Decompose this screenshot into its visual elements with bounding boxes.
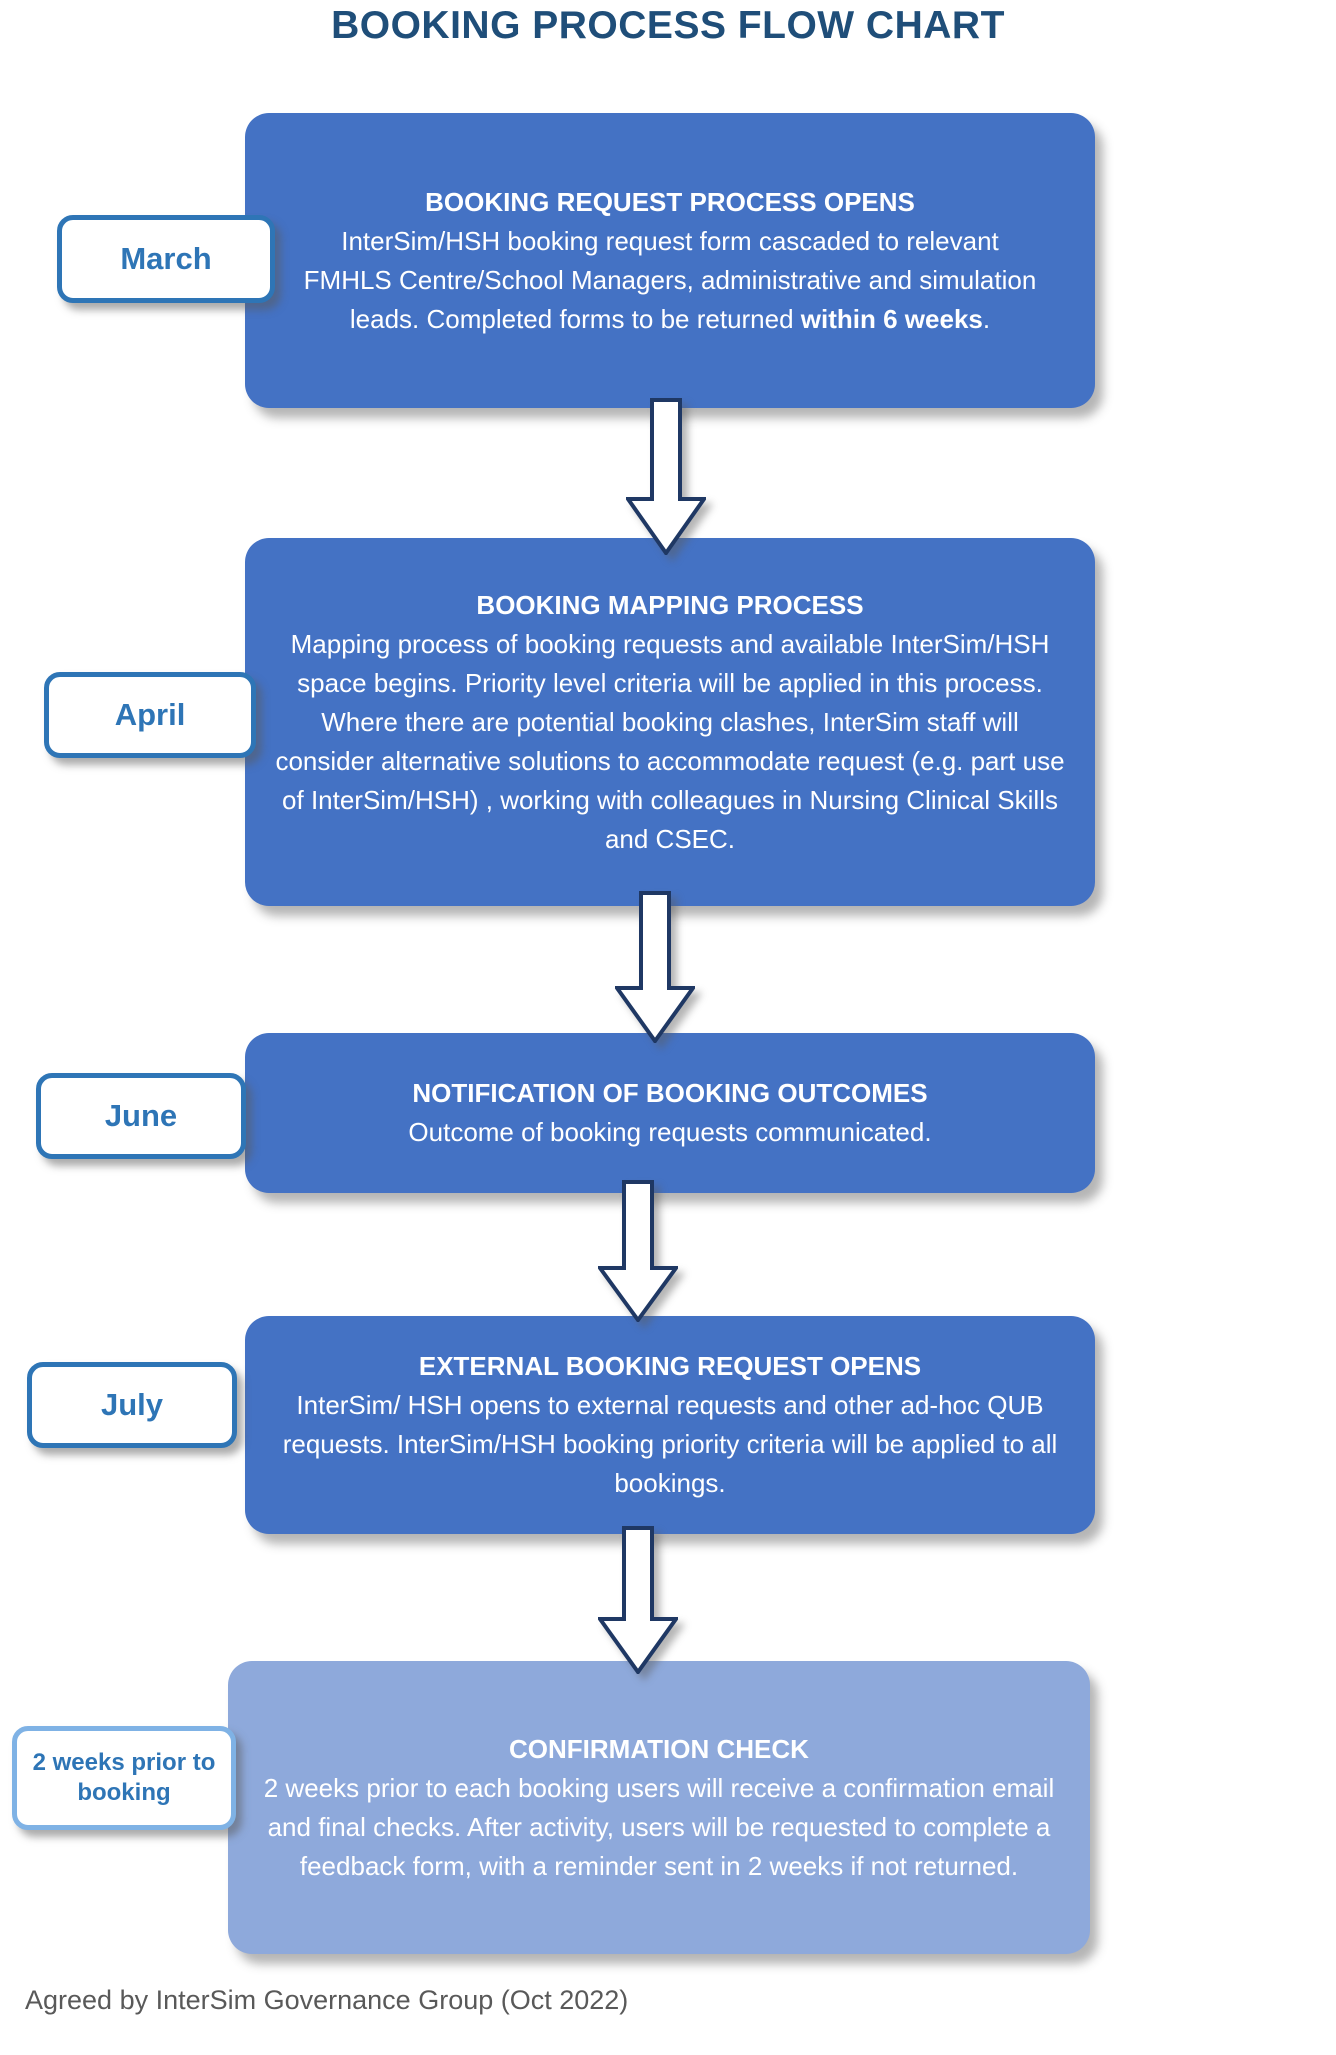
step-body: Mapping process of booking requests and … (275, 628, 1065, 854)
step-heading: CONFIRMATION CHECK (509, 1733, 809, 1764)
step-heading: EXTERNAL BOOKING REQUEST OPENS (418, 1351, 922, 1381)
flow-box-notification-outcomes: NOTIFICATION OF BOOKING OUTCOMES Outcome… (245, 1033, 1095, 1193)
month-label-june: June (36, 1073, 246, 1159)
step-body: 2 weeks prior to each booking users will… (263, 1772, 1055, 1881)
down-arrow-icon (598, 1526, 678, 1674)
step-body-text: InterSim/HSH booking request form cascad… (303, 225, 1037, 334)
down-arrow-icon (598, 1180, 678, 1322)
flow-box-booking-request: BOOKING REQUEST PROCESS OPENS InterSim/H… (245, 113, 1095, 408)
down-arrow-icon (626, 398, 706, 555)
flow-box-external-booking: EXTERNAL BOOKING REQUEST OPENS InterSim/… (245, 1316, 1095, 1534)
step-body: InterSim/HSH booking request form cascad… (298, 222, 1043, 339)
footer-note: Agreed by InterSim Governance Group (Oct… (25, 1985, 629, 2015)
step-body-bold: within 6 weeks (800, 303, 983, 334)
month-label-march: March (57, 215, 275, 303)
down-arrow-icon (615, 891, 695, 1043)
month-label-july: July (27, 1362, 237, 1448)
label-two-weeks-prior: 2 weeks prior to booking (12, 1726, 236, 1830)
month-label-april: April (44, 672, 256, 758)
step-heading: NOTIFICATION OF BOOKING OUTCOMES (412, 1078, 928, 1108)
flow-box-booking-mapping: BOOKING MAPPING PROCESS Mapping process … (245, 538, 1095, 906)
flow-box-confirmation-check: CONFIRMATION CHECK 2 weeks prior to each… (228, 1661, 1090, 1954)
step-heading: BOOKING MAPPING PROCESS (476, 589, 864, 620)
page-title: BOOKING PROCESS FLOW CHART (331, 4, 1005, 47)
step-body-tail: . (982, 303, 991, 334)
step-body: Outcome of booking requests communicated… (408, 1117, 932, 1147)
step-body: InterSim/ HSH opens to external requests… (282, 1390, 1058, 1498)
step-heading: BOOKING REQUEST PROCESS OPENS (425, 186, 915, 217)
